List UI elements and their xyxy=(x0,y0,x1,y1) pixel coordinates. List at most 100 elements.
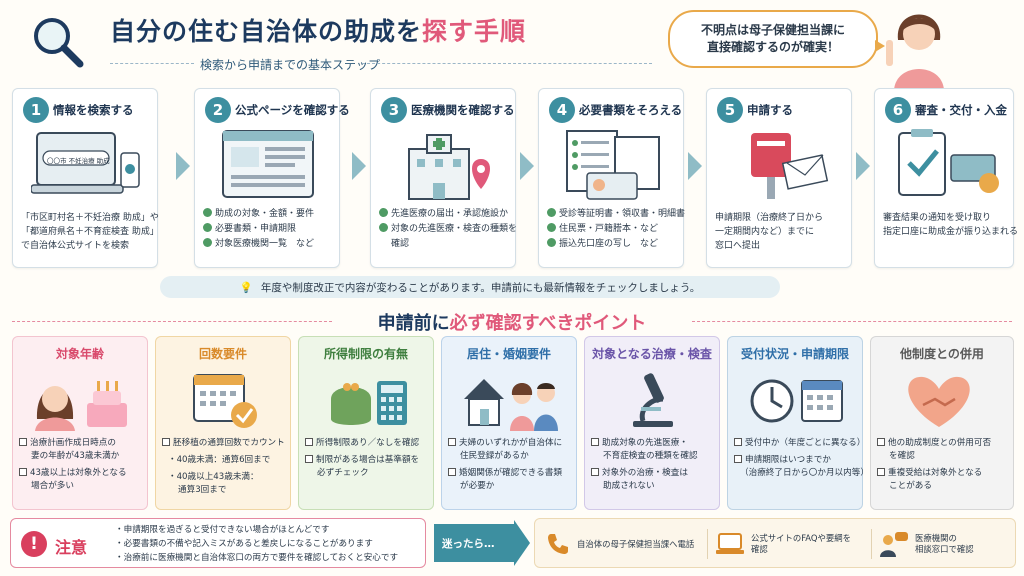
divider xyxy=(110,63,194,64)
card-items: 所得制限あり／なしを確認 制限がある場合は基準額を必ずチェック xyxy=(305,437,429,484)
card-items: 受付中か（年度ごとに異なる） 申請期限はいつまでか（治療終了日から〇か月以内等） xyxy=(734,437,869,484)
documents-icon xyxy=(566,130,660,200)
page-title: 自分の住む自治体の助成を探す手順 xyxy=(110,17,527,46)
step-description: 「市区町村名＋不妊治療 助成」や「都道府県名＋不育症検査 助成」で自治体公式サイ… xyxy=(21,213,159,251)
divider xyxy=(362,63,652,64)
postbox-icon xyxy=(751,133,829,199)
step-arrow xyxy=(688,152,702,180)
step-card-5: 5 申請する 申請期限（治療終了日から一定期間内など）までに窓口へ提出 xyxy=(706,88,852,268)
step-title: 医療機関を確認する xyxy=(411,103,515,117)
step-title: 申請する xyxy=(747,103,793,117)
point-card-income: 所得制限の有無 所得制限あり／なしを確認 制限がある場合は基準額を必ずチェック xyxy=(298,336,434,510)
magnifier-icon xyxy=(34,18,84,68)
webpage-icon xyxy=(222,130,314,198)
check-icon xyxy=(547,208,556,217)
step-card-4: 4 必要書類をそろえる 受診等証明書・領収書・明細書 住民票・戸籍謄本・など 振… xyxy=(538,88,685,268)
step-description: 申請期限（治療終了日から一定期間内など）までに窓口へ提出 xyxy=(715,213,824,251)
point-card-count: 回数要件 胚移植の通算回数でカウント ・40歳未満：通算6回まで ・40歳以上4… xyxy=(155,336,291,510)
step-card-1: 1 情報を検索する 〇〇市 不妊治療 助成 「市区町村名＋不妊治療 助成」や「都… xyxy=(12,88,159,268)
warning-lines: ・申請期限を過ぎると受付できない場合がほとんどです・必要書類の不備や記入ミスがあ… xyxy=(115,525,399,563)
speech-bubble: 不明点は母子保健担当課に 直接確認するのが確実！ xyxy=(668,10,885,68)
consult-icon xyxy=(880,532,908,557)
card-items: 治療計画作成日時点の妻の年齢が43歳未満か 43歳以上は対象外となる場合が多い xyxy=(19,437,143,497)
card-title: 受付状況・申請期限 xyxy=(740,347,849,361)
points-title: 申請前に必ず確認すべきポイント xyxy=(377,313,647,334)
step-description: 審査結果の通知を受け取り指定口座に助成金が振り込まれる xyxy=(883,213,1019,237)
check-icon xyxy=(379,208,388,217)
card-title: 他制度との併用 xyxy=(900,347,984,361)
step-number: 2 xyxy=(205,97,231,123)
check-icon xyxy=(547,223,556,232)
check-icon xyxy=(547,238,556,247)
house-couple-icon xyxy=(464,379,558,431)
laptop-search-icon xyxy=(31,132,140,194)
point-card-treatment: 対象となる治療・検査 助成対象の先進医療・不育症検査の種類を確認 対象外の治療・… xyxy=(584,336,720,510)
warning-box: ! 注意 ・申請期限を過ぎると受付できない場合がほとんどです・必要書類の不備や記… xyxy=(10,518,426,568)
card-title: 居住・婚姻要件 xyxy=(466,347,551,361)
help-options: 自治体の母子保健担当課へ電話 公式サイトのFAQや要綱を確認 医療機関の相談窓口… xyxy=(534,518,1016,568)
step-arrow xyxy=(520,152,534,180)
step-arrow xyxy=(856,152,870,180)
step-items: 助成の対象・金額・要件 必要書類・申請期限 対象医療機関一覧 など xyxy=(203,207,314,252)
card-title: 対象となる治療・検査 xyxy=(592,347,712,361)
point-card-deadline: 受付状況・申請期限 受付中か（年度ごとに異なる） 申請期限はいつまでか（治療終了… xyxy=(727,336,869,510)
step-number: 4 xyxy=(549,97,575,123)
card-title: 対象年齢 xyxy=(55,347,104,361)
update-notice: 💡年度や制度改正で内容が変わることがあります。申請前にも最新情報をチェックしまし… xyxy=(160,276,780,298)
card-items: 胚移植の通算回数でカウント ・40歳未満：通算6回まで ・40歳以上43歳未満：… xyxy=(162,437,286,501)
speech-line: 不明点は母子保健担当課に xyxy=(700,23,845,37)
speech-line: 直接確認するのが確実！ xyxy=(706,40,839,54)
step-card-6: 6 審査・交付・入金 審査結果の通知を受け取り指定口座に助成金が振り込まれる xyxy=(874,88,1019,268)
card-items: 夫婦のいずれかが自治体に住民登録があるか 婚姻関係が確認できる書類が必要か xyxy=(448,437,572,497)
laptop-icon xyxy=(716,533,744,554)
divider xyxy=(692,321,1012,322)
page-subtitle: 検索から申請までの基本ステップ xyxy=(200,58,381,72)
card-items: 他の助成制度との併用可否を確認 重複受給は対象外となることがある xyxy=(877,437,1009,497)
check-icon xyxy=(203,223,212,232)
step-number: 5 xyxy=(717,97,743,123)
step-card-2: 2 公式ページを確認する 助成の対象・金額・要件 必要書類・申請期限 対象医療機… xyxy=(194,88,350,268)
point-card-other: 他制度との併用 他の助成制度との併用可否を確認 重複受給は対象外となることがある xyxy=(870,336,1014,510)
woman-cake-icon xyxy=(35,381,127,431)
divider xyxy=(871,529,872,559)
phone-icon xyxy=(548,534,568,554)
exclamation-icon: ! xyxy=(21,531,47,557)
step-arrow xyxy=(176,152,190,180)
step-title: 情報を検索する xyxy=(53,103,134,117)
step-title: 必要書類をそろえる xyxy=(579,103,683,117)
step-number: 1 xyxy=(23,97,49,123)
option-phone: 自治体の母子保健担当課へ電話 xyxy=(545,527,694,561)
calendar-check-icon xyxy=(193,374,257,428)
microscope-icon xyxy=(633,373,673,427)
step-number: 3 xyxy=(381,97,407,123)
clock-calendar-icon xyxy=(750,379,843,423)
step-title: 審査・交付・入金 xyxy=(915,103,1007,117)
heart-handshake-icon xyxy=(908,376,970,427)
check-icon xyxy=(203,238,212,247)
step-title: 公式ページを確認する xyxy=(235,103,350,117)
lost-label: 迷ったら… xyxy=(434,524,514,562)
step-items: 受診等証明書・領収書・明細書 住民票・戸籍謄本・など 振込先口座の写し など xyxy=(547,207,685,252)
woman-pointing-icon xyxy=(886,14,944,90)
warning-label: 注意 xyxy=(55,538,88,557)
step-items: 先進医療の届出・承認施設か 対象の先進医療・検査の種類を 確認 xyxy=(379,207,517,252)
step-arrow xyxy=(352,152,366,180)
option-clinic: 医療機関の相談窓口で確認 xyxy=(879,527,974,561)
hospital-icon xyxy=(408,134,490,200)
card-title: 回数要件 xyxy=(198,347,247,361)
card-title: 所得制限の有無 xyxy=(323,347,408,361)
divider xyxy=(12,321,332,322)
card-items: 助成対象の先進医療・不育症検査の種類を確認 対象外の治療・検査は助成されない xyxy=(591,437,715,497)
point-card-age: 対象年齢 治療計画作成日時点の妻の年齢が43歳未満か 43歳以上は対象外となる場… xyxy=(12,336,148,510)
search-field-text: 〇〇市 不妊治療 助成 xyxy=(47,157,110,165)
check-icon xyxy=(203,208,212,217)
option-faq: 公式サイトのFAQや要綱を確認 xyxy=(715,527,851,561)
wallet-calculator-icon xyxy=(331,381,407,425)
point-card-residence: 居住・婚姻要件 夫婦のいずれかが自治体に住民登録があるか 婚姻関係が確認できる書… xyxy=(441,336,577,510)
step-card-3: 3 医療機関を確認する 先進医療の届出・承認施設か 対象の先進医療・検査の種類を… xyxy=(370,88,517,268)
lightbulb-icon: 💡 xyxy=(239,281,253,294)
approval-clipboard-icon xyxy=(898,129,999,196)
lost-arrow xyxy=(514,520,530,566)
divider xyxy=(707,529,708,559)
